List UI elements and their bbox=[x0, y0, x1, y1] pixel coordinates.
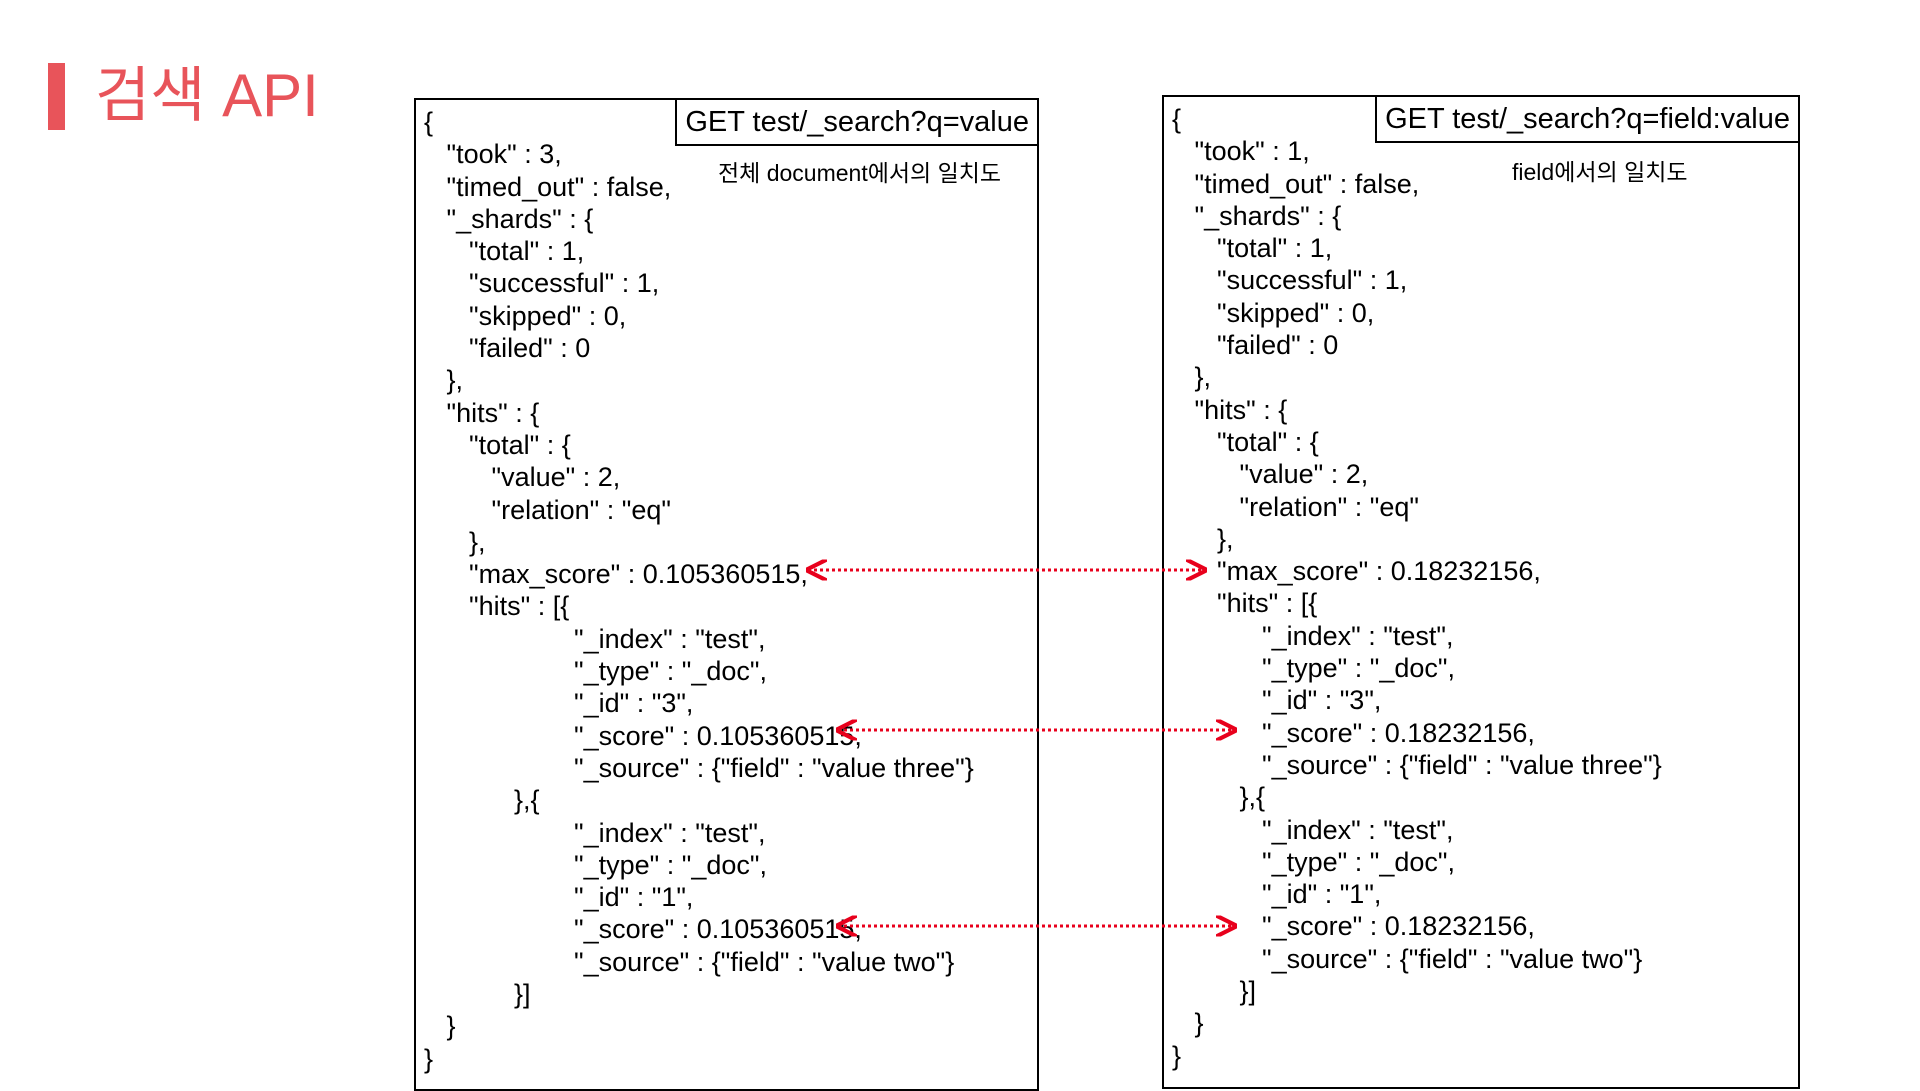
right-request-label: GET test/_search?q=field:value bbox=[1375, 95, 1800, 143]
left-response-panel: GET test/_search?q=value { "took" : 3, "… bbox=[414, 98, 1039, 1091]
left-request-label: GET test/_search?q=value bbox=[675, 98, 1039, 146]
title-accent-bar bbox=[48, 63, 65, 130]
right-json-response: { "took" : 1, "timed_out" : false, "_sha… bbox=[1172, 104, 1662, 1071]
left-note: 전체 document에서의 일치도 bbox=[718, 160, 1002, 186]
right-note: field에서의 일치도 bbox=[1512, 159, 1688, 185]
left-json-response: { "took" : 3, "timed_out" : false, "_sha… bbox=[424, 107, 974, 1074]
right-response-panel: GET test/_search?q=field:value { "took" … bbox=[1162, 95, 1800, 1089]
slide-title: 검색 API bbox=[95, 62, 319, 129]
